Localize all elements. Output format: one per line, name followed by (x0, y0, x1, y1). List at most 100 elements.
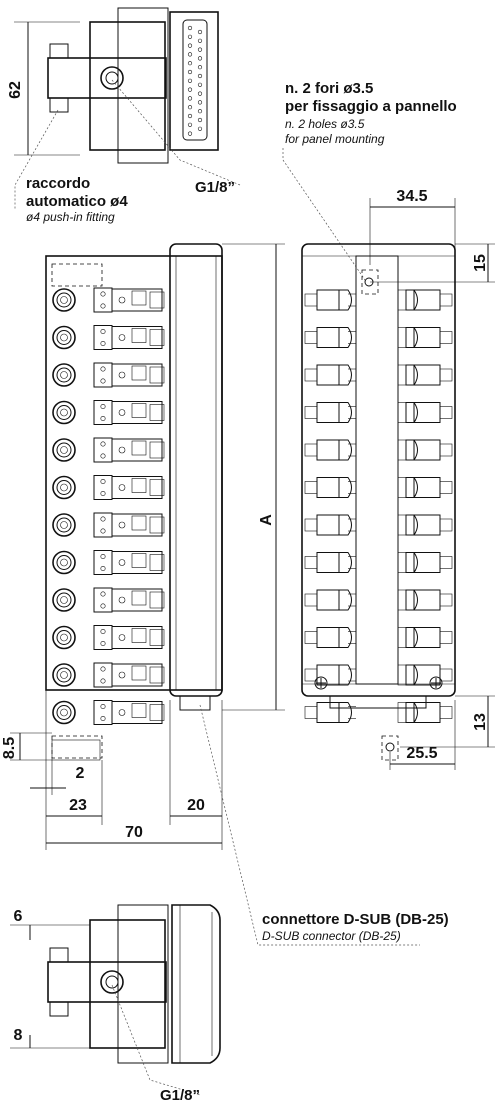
port-fitting-ring (56, 480, 72, 495)
dsub-pin (197, 29, 203, 35)
fitting-stub (304, 631, 318, 644)
side-valve-station-right (397, 289, 453, 311)
valve-pin (100, 640, 106, 646)
side-valve-station-left (304, 664, 356, 686)
front-valve-station (52, 325, 165, 350)
port-fitting-ring (56, 330, 72, 345)
side-valve-station-left (304, 627, 356, 648)
dsub-pin (187, 69, 193, 75)
valve-body (316, 327, 340, 348)
port-fitting-bore (60, 521, 68, 529)
fitting-stub (439, 368, 453, 382)
port-fitting (52, 513, 76, 537)
dsub-pin (197, 109, 203, 114)
top-body (89, 21, 166, 151)
dim-right-top-offset: 15 (472, 254, 489, 272)
front-label-plate (51, 739, 101, 761)
label-thread-top: G1/8” (195, 179, 235, 196)
side-valve-station-left (304, 589, 356, 611)
valve-led (118, 484, 126, 491)
label-fitting-en: ø4 push-in fitting (26, 210, 115, 224)
valve-body (316, 477, 340, 498)
valve-dome (338, 439, 352, 461)
valve-body (316, 364, 340, 386)
valve-dome (338, 589, 352, 611)
valve-dome (338, 364, 352, 386)
port-fitting-bore (60, 371, 68, 379)
dim-conn-20: 20 (187, 797, 205, 814)
dsub-pin (197, 73, 203, 79)
valve-cap (149, 291, 165, 309)
front-valve-station (52, 700, 165, 725)
port-fitting-ring (56, 517, 72, 533)
side-valve-station-right (397, 589, 453, 611)
front-base (45, 255, 223, 691)
side-valve-station-right (397, 514, 453, 536)
fitting-stub (304, 331, 318, 344)
valve-dome (405, 289, 418, 311)
port-fitting-ring (56, 705, 72, 720)
valve-coil (131, 628, 147, 643)
port-fitting (52, 625, 76, 650)
valve-pin (100, 291, 106, 297)
valve-body (111, 401, 163, 424)
valve-connector (397, 627, 407, 648)
valve-dome (405, 702, 418, 723)
port-fitting (52, 438, 76, 462)
port-fitting (52, 475, 76, 500)
valve-led (118, 559, 126, 566)
valve-body (316, 702, 340, 723)
valve-led (118, 446, 126, 454)
valve-led (118, 334, 126, 341)
valve-pin (100, 378, 106, 384)
valve-connector (397, 402, 407, 423)
dsub-pin (187, 78, 193, 83)
valve-body (111, 326, 163, 349)
valve-connector (397, 364, 407, 386)
valve-coil (131, 365, 147, 381)
side-valve-station-right (397, 477, 453, 498)
valve-coil (131, 403, 147, 418)
valve-coil (131, 553, 147, 568)
dsub-pin (187, 61, 193, 66)
dsub-pin (197, 82, 203, 87)
valve-pin (100, 366, 106, 372)
port-fitting (52, 588, 76, 612)
front-hidden-bottom (51, 735, 103, 759)
valve-pin (100, 403, 106, 409)
valve-cap (149, 479, 165, 496)
valve-body (111, 513, 163, 537)
port-fitting-ring (56, 292, 72, 308)
valve-pin (100, 328, 106, 334)
valve-led (118, 596, 126, 604)
port-fitting-ring (56, 442, 72, 458)
front-valve-stations (52, 287, 165, 725)
label-conn-en: D-SUB connector (DB-25) (262, 929, 401, 943)
valve-coil (131, 665, 147, 681)
label-thread-bottom: G1/8” (160, 1087, 200, 1104)
label-holes-it-2: per fissaggio a pannello (285, 98, 457, 115)
valve-coil (131, 440, 147, 456)
front-valve-station (52, 400, 165, 425)
valve-body (111, 701, 163, 724)
front-valve-station (52, 475, 165, 500)
front-valve-station (52, 662, 165, 688)
valve-pin (100, 603, 106, 609)
dim-width-top-right: 34.5 (396, 188, 427, 205)
label-fitting-it-1: raccordo (26, 175, 90, 192)
valve-pin (100, 453, 106, 459)
dsub-pin (187, 105, 193, 110)
port-fitting-bore (60, 296, 68, 304)
fitting-stub (439, 443, 453, 457)
fitting-stub (439, 331, 453, 344)
valve-pin (100, 490, 106, 496)
valve-body (111, 438, 163, 462)
fitting-stub (304, 406, 318, 419)
valve-cap (149, 366, 165, 384)
port-fitting-bore (60, 596, 68, 604)
valve-dome (338, 477, 352, 498)
bottom-fitting-foot (49, 1001, 69, 1017)
valve-body (111, 476, 163, 499)
dim-height-A: A (258, 514, 275, 526)
label-fitting-it-2: automatico ø4 (26, 193, 128, 210)
